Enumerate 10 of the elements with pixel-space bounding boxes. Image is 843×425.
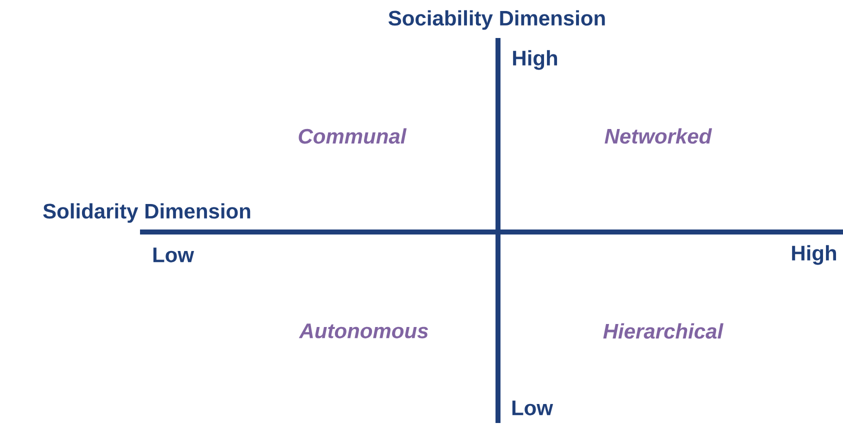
axis-end-label: Low [153, 248, 194, 262]
quadrant-label: Networked [604, 128, 712, 144]
axis-title: Solidarity Dimension [43, 203, 250, 223]
quadrant-label: Communal [298, 128, 407, 144]
axis-end-label: Low [512, 400, 554, 416]
quadrant-label: Hierarchical [603, 323, 724, 339]
axis-end-label: High [792, 245, 836, 265]
axis-title: Sociability Dimension [388, 10, 605, 30]
axis-end-label: High [513, 50, 558, 70]
quadrant-label: Autonomous [298, 324, 428, 338]
